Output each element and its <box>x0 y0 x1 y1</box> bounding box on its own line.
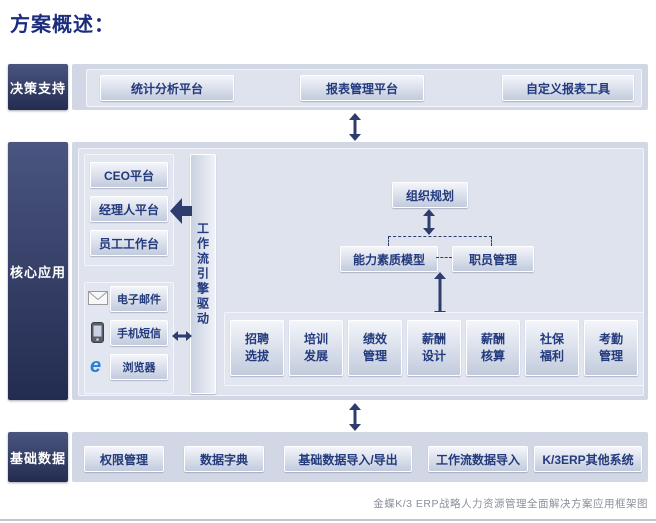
box-custom-report-tool: 自定义报表工具 <box>502 75 634 101</box>
box-performance-management: 绩效 管理 <box>348 320 402 376</box>
box-ceo-platform: CEO平台 <box>90 162 168 188</box>
box-manager-platform: 经理人平台 <box>90 196 168 222</box>
box-sms: 手机短信 <box>110 320 168 346</box>
box-browser: 浏览器 <box>110 354 168 380</box>
box-organization-planning: 组织规划 <box>392 182 468 208</box>
connector-drop-competency <box>388 236 389 246</box>
box-compensation-design: 薪酬 设计 <box>407 320 461 376</box>
box-k3erp-other-systems: K/3ERP其他系统 <box>534 446 642 472</box>
arrow-engine-to-portals <box>170 198 192 224</box>
page-title: 方案概述： <box>10 14 115 36</box>
arrow-shaft <box>427 215 431 229</box>
box-basic-data-import-export: 基础数据导入/导出 <box>284 446 412 472</box>
arrow-org-models <box>423 209 435 235</box>
box-data-dictionary: 数据字典 <box>184 446 264 472</box>
band-label-decision-support: 决策支持 <box>8 64 68 110</box>
box-social-security-benefits: 社保 福利 <box>525 320 579 376</box>
box-competency-model: 能力素质模型 <box>340 246 438 272</box>
diagram-caption: 金蝶K/3 ERP战略人力资源管理全面解决方案应用框架图 <box>373 498 648 510</box>
mail-icon <box>88 291 108 305</box>
arrow-shaft <box>353 409 357 425</box>
box-recruitment-selection: 招聘 选拔 <box>230 320 284 376</box>
arrow-shaft <box>353 119 357 135</box>
box-training-development: 培训 发展 <box>289 320 343 376</box>
box-staff-management: 职员管理 <box>452 246 534 272</box>
box-employee-workbench: 员工工作台 <box>90 230 168 256</box>
connector-org-models-horizontal <box>388 236 492 237</box>
phone-icon <box>91 322 104 343</box>
box-email: 电子邮件 <box>110 286 168 312</box>
box-workflow-data-import: 工作流数据导入 <box>428 446 528 472</box>
box-report-management-platform: 报表管理平台 <box>300 75 424 101</box>
workflow-engine-bar: 工作流引擎驱动 <box>190 154 216 394</box>
connector-drop-staff <box>491 236 492 246</box>
box-permission-management: 权限管理 <box>84 446 164 472</box>
arrow-shaft <box>438 278 442 312</box>
bottom-divider <box>0 519 656 521</box>
arrow-decision-core <box>349 113 361 141</box>
arrow-core-base <box>349 403 361 431</box>
band-label-core-applications: 核心应用 <box>8 142 68 400</box>
browser-icon: e <box>90 355 102 377</box>
connector-competency-staff <box>436 257 452 258</box>
band-label-basic-data: 基础数据 <box>8 432 68 482</box>
workflow-engine-label: 工作流引擎驱动 <box>195 221 210 327</box>
box-statistical-analysis-platform: 统计分析平台 <box>100 75 234 101</box>
box-payroll-accounting: 薪酬 核算 <box>466 320 520 376</box>
arrow-models-modules <box>434 272 446 318</box>
arrow-channels-engine <box>172 330 192 342</box>
box-attendance-management: 考勤 管理 <box>584 320 638 376</box>
arrow-shaft <box>177 334 187 338</box>
